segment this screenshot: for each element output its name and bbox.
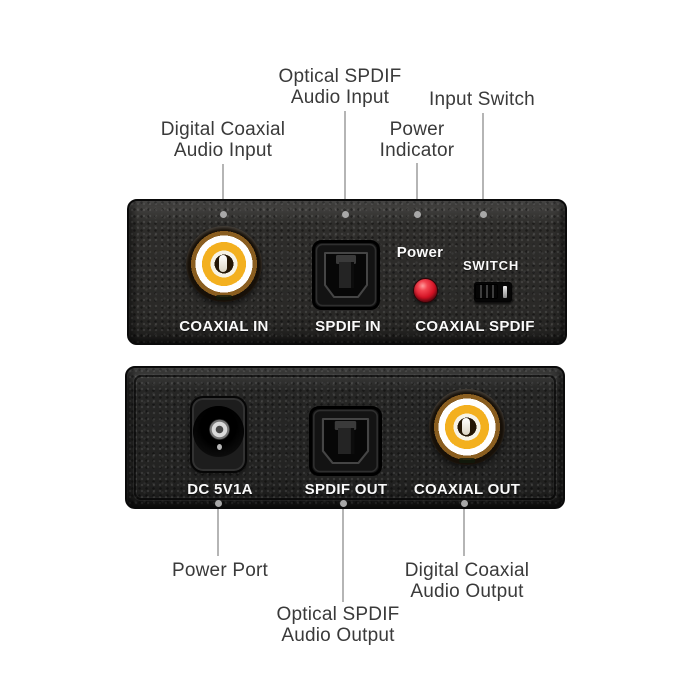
callout-text: Audio Output xyxy=(410,581,524,602)
callout-text: Input Switch xyxy=(429,89,535,110)
callout-power-port: Power Port xyxy=(135,560,305,581)
callout-text: Indicator xyxy=(379,140,455,161)
callout-text: Audio Input xyxy=(173,140,273,161)
switch-options-label: COAXIAL SPDIF xyxy=(415,318,535,335)
callout-text: Power xyxy=(389,119,445,140)
leader-dot-optical-input xyxy=(342,211,349,218)
rca-center-pin xyxy=(462,418,470,435)
coaxial-out-label: COAXIAL OUT xyxy=(413,481,521,498)
callout-text: Audio Input xyxy=(290,87,390,108)
leader-line-optical-input xyxy=(344,111,346,211)
callout-optical-spdif-audio-input: Optical SPDIF Audio Input xyxy=(250,66,430,108)
dc-jack-pin xyxy=(209,419,230,440)
leader-line-power-port xyxy=(217,509,219,556)
callout-text: Digital Coaxial xyxy=(160,119,286,140)
converter-rear-panel: DC 5V1A SPDIF OUT COAXIAL OUT xyxy=(122,366,568,509)
callout-text: Optical SPDIF xyxy=(278,66,402,87)
leader-line-coaxial-input xyxy=(222,164,224,211)
rca-base-notch xyxy=(459,458,475,463)
rca-base-notch xyxy=(216,295,232,300)
switch-slot xyxy=(503,286,507,298)
chassis-flange-left xyxy=(122,491,131,506)
leader-dot-power-port xyxy=(215,500,222,507)
callout-text: Digital Coaxial xyxy=(404,560,530,581)
switch-knob xyxy=(475,284,498,299)
leader-line-coaxial-output xyxy=(463,509,465,556)
dc-label: DC 5V1A xyxy=(187,481,253,498)
callout-text: Power Port xyxy=(172,560,268,581)
callout-text: Audio Output xyxy=(281,625,395,646)
power-label: Power xyxy=(396,244,444,261)
dc-jack-highlight xyxy=(217,444,222,450)
callout-optical-spdif-audio-output: Optical SPDIF Audio Output xyxy=(253,604,423,646)
power-led-indicator xyxy=(413,278,438,303)
rca-center-pin xyxy=(219,255,227,272)
callout-digital-coaxial-audio-output: Digital Coaxial Audio Output xyxy=(382,560,552,602)
dc-power-jack xyxy=(190,396,247,473)
leader-dot-coaxial-input xyxy=(220,211,227,218)
leader-line-input-switch xyxy=(482,113,484,211)
leader-dot-power-indicator xyxy=(414,211,421,218)
spdif-out-optical-port xyxy=(309,406,382,476)
input-switch-toggle xyxy=(474,282,512,302)
leader-line-power-indicator xyxy=(416,163,418,211)
leader-dot-coaxial-output xyxy=(461,500,468,507)
chassis-flange-right xyxy=(559,491,568,506)
converter-front-panel: COAXIAL IN SPDIF IN Power SWITCH COAXIAL… xyxy=(127,199,567,345)
callout-power-indicator: Power Indicator xyxy=(337,119,497,161)
leader-dot-optical-output xyxy=(340,500,347,507)
switch-label: SWITCH xyxy=(462,258,520,273)
callout-input-switch: Input Switch xyxy=(397,89,567,110)
coaxial-in-label: COAXIAL IN xyxy=(179,318,269,335)
callout-digital-coaxial-audio-input: Digital Coaxial Audio Input xyxy=(133,119,313,161)
leader-line-optical-output xyxy=(342,509,344,602)
spdif-in-optical-port xyxy=(312,240,380,310)
spdif-out-label: SPDIF OUT xyxy=(304,481,388,498)
callout-text: Optical SPDIF xyxy=(276,604,400,625)
spdif-in-label: SPDIF IN xyxy=(315,318,381,335)
leader-dot-input-switch xyxy=(480,211,487,218)
coaxial-in-connector xyxy=(186,226,262,302)
coaxial-out-connector xyxy=(429,389,505,465)
